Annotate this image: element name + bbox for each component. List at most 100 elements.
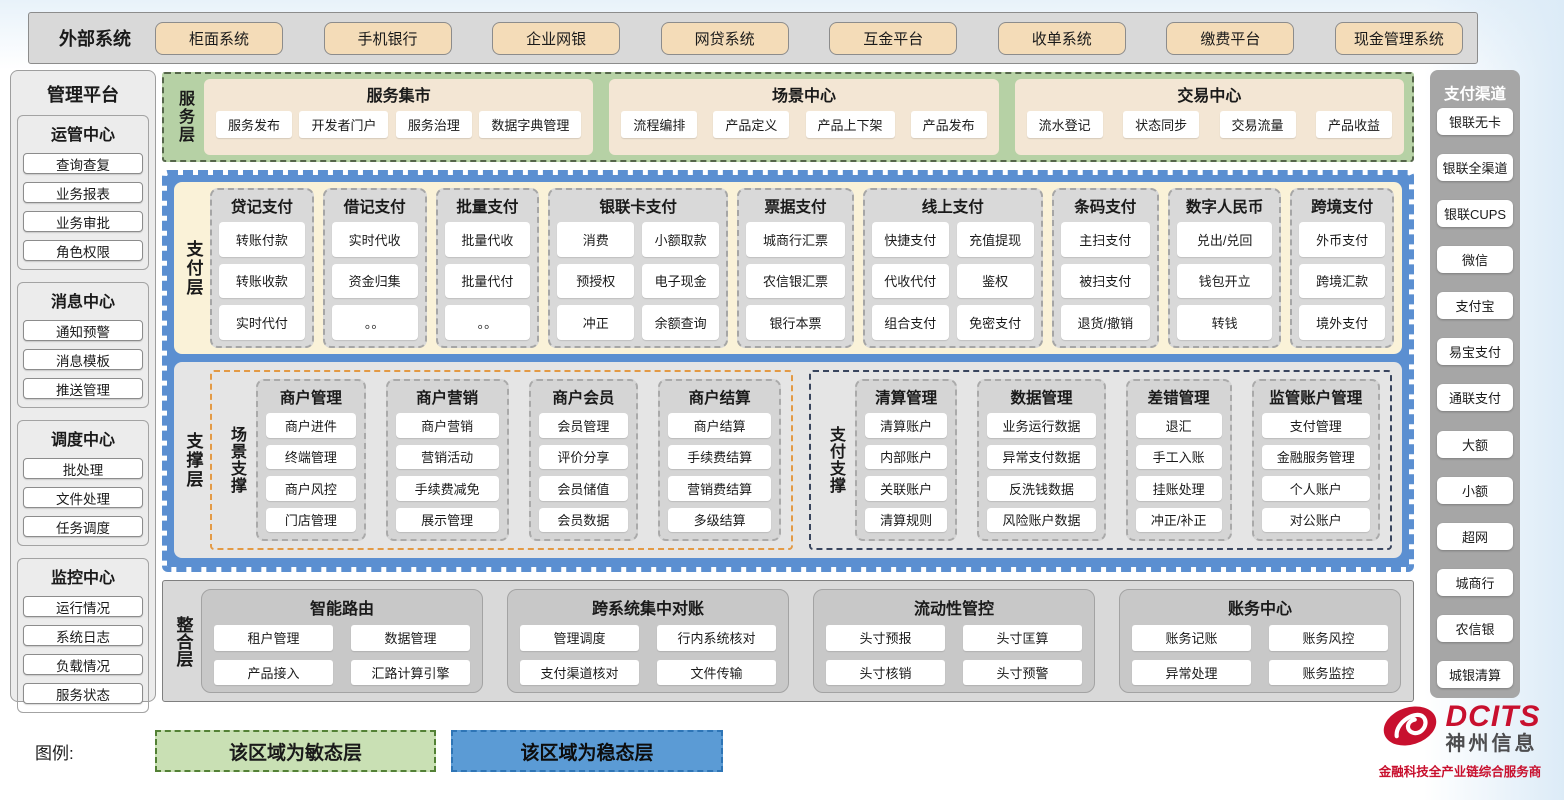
payment-channel-item: 银联全渠道 <box>1437 154 1513 182</box>
support-section-label: 场景支撑 <box>228 426 245 494</box>
diagram-chip: 流水登记 <box>1026 111 1103 138</box>
diagram-chip: 农信银汇票 <box>746 263 845 299</box>
diagram-chip: 展示管理 <box>395 507 499 532</box>
payment-column: 线上支付 快捷支付 充值提现 代收代付 鉴权 组合支付 <box>862 188 1043 348</box>
diagram-chip: 兑出/兑回 <box>1177 222 1273 257</box>
service-panel-title: 服务集市 <box>366 88 431 105</box>
diagram-chip: 转账收款 <box>219 263 305 299</box>
diagram-chip: 批量代付 <box>444 263 531 299</box>
diagram-chip: 产品上下架 <box>805 111 895 138</box>
service-panel: 服务集市 服务发布 开发者门户 服务治理 数据字典管理 <box>204 79 594 155</box>
support-layer-label: 支撑层 <box>183 431 203 489</box>
management-center-title: 消息中心 <box>50 294 115 311</box>
service-panel: 交易中心 流水登记 状态同步 交易流量 产品收益 <box>1014 79 1404 155</box>
support-column-title: 监管账户管理 <box>1269 390 1363 407</box>
service-panel-items: 流程编排 产品定义 产品上下架 产品发布 <box>621 111 987 138</box>
support-column-title: 商户会员 <box>552 390 615 407</box>
diagram-chip: 主扫支付 <box>1060 222 1150 257</box>
management-center-group: 消息中心 通知预警 消息模板 推送管理 <box>17 282 149 408</box>
support-column-title: 商户管理 <box>279 390 342 407</box>
payment-channel-item: 支付宝 <box>1437 292 1513 320</box>
diagram-chip: 反洗钱数据 <box>987 476 1096 501</box>
management-center-group: 运管中心 查询查复 业务报表 业务审批 角色权限 <box>17 115 149 270</box>
payment-column-title: 票据支付 <box>764 199 827 216</box>
payment-column: 数字人民币 兑出/兑回 钱包开立 转钱 <box>1168 188 1282 348</box>
diagram-chip: 转账付款 <box>219 222 305 257</box>
diagram-chip: 多级结算 <box>668 507 771 532</box>
support-column-items: 支付管理 金融服务管理 个人账户 对公账户 <box>1261 413 1370 532</box>
payment-column-items: 实时代收 资金归集 。。 <box>331 222 418 340</box>
support-column: 监管账户管理 支付管理 金融服务管理 个人账户 <box>1251 379 1380 541</box>
diagram-chip: 消费 <box>557 222 635 257</box>
support-column-title: 差错管理 <box>1147 390 1210 407</box>
external-system-item: 现金管理系统 <box>1334 21 1463 55</box>
diagram-chip: 账务监控 <box>1269 659 1388 685</box>
service-panel-title: 场景中心 <box>771 88 836 105</box>
support-section-columns: 清算管理 清算账户 内部账户 关联账户 <box>855 379 1380 541</box>
diagram-chip: 头寸核销 <box>826 659 945 685</box>
diagram-chip: 会员管理 <box>538 413 629 438</box>
payment-channels-items: 银联无卡 银联全渠道 银联CUPS 微信 支付宝 易宝支付 通联支付 大额 小额… <box>1437 108 1513 688</box>
external-system-item: 柜面系统 <box>155 21 283 55</box>
diagram-chip: 清算规则 <box>865 507 948 532</box>
payment-channel-item: 城商行 <box>1437 568 1513 596</box>
service-panel-items: 流水登记 状态同步 交易流量 产品收益 <box>1026 111 1392 138</box>
diagram-chip: 个人账户 <box>1261 476 1370 501</box>
service-panel-items: 服务发布 开发者门户 服务治理 数据字典管理 <box>216 111 582 138</box>
diagram-chip: 门店管理 <box>266 507 356 532</box>
diagram-chip: 汇路计算引擎 <box>351 659 470 685</box>
support-section-columns: 商户管理 商户进件 终端管理 商户风控 <box>256 379 781 541</box>
support-column: 清算管理 清算账户 内部账户 关联账户 <box>855 379 958 541</box>
dcits-swirl-icon <box>1380 700 1440 757</box>
support-column-items: 会员管理 评价分享 会员储值 会员数据 <box>538 413 629 532</box>
diagram-chip: 内部账户 <box>865 444 948 469</box>
management-item: 消息模板 <box>23 349 143 370</box>
diagram-chip: 组合支付 <box>871 305 949 340</box>
external-system-item: 手机银行 <box>323 21 452 55</box>
diagram-chip: 服务发布 <box>216 111 293 138</box>
diagram-chip: 流程编排 <box>621 111 698 138</box>
diagram-chip: 实时代收 <box>331 222 418 257</box>
diagram-chip: 冲正 <box>557 305 635 340</box>
payment-column-items: 消费 小额取款 预授权 电子现金 冲正 余额查询 <box>557 222 720 340</box>
support-column-items: 退汇 手工入账 挂账处理 冲正/补正 <box>1135 413 1222 532</box>
diagram-chip: 商户进件 <box>266 413 356 438</box>
diagram-chip: 头寸预警 <box>963 659 1082 685</box>
support-column-items: 商户结算 手续费结算 营销费结算 多级结算 <box>668 413 771 532</box>
payment-column: 条码支付 主扫支付 被扫支付 退货/撤销 <box>1051 188 1159 348</box>
diagram-chip: 产品收益 <box>1315 111 1392 138</box>
payment-column-items: 主扫支付 被扫支付 退货/撤销 <box>1060 222 1150 340</box>
management-item: 业务审批 <box>23 211 143 232</box>
diagram-chip: 数据管理 <box>351 625 470 651</box>
support-section: 场景支撑 商户管理 商户进件 <box>210 370 793 550</box>
diagram-chip: 产品定义 <box>713 111 790 138</box>
diagram-chip: 金融服务管理 <box>1261 444 1370 469</box>
support-column: 差错管理 退汇 手工入账 挂账处理 <box>1125 379 1232 541</box>
payment-channel-item: 通联支付 <box>1437 384 1513 412</box>
integration-group-title: 流动性管控 <box>913 601 994 618</box>
payment-column-items: 批量代收 批量代付 。。 <box>444 222 531 340</box>
support-column: 商户管理 商户进件 终端管理 商户风控 <box>256 379 366 541</box>
diagram-chip: 实时代付 <box>219 305 305 340</box>
diagram-chip: 商户结算 <box>668 413 771 438</box>
management-center-group: 调度中心 批处理 文件处理 任务调度 <box>17 420 149 546</box>
diagram-chip: 退汇 <box>1135 413 1222 438</box>
diagram-chip: 银行本票 <box>746 305 845 340</box>
integration-layer-groups: 智能路由 租户管理 数据管理 产品接入 汇路计算引擎 跨系统集中对账 <box>201 589 1401 693</box>
diagram-chip: 交易流量 <box>1219 111 1296 138</box>
integration-group: 流动性管控 头寸预报 头寸匡算 头寸核销 头寸预警 <box>813 589 1095 693</box>
support-column-items: 商户进件 终端管理 商户风控 门店管理 <box>266 413 356 532</box>
management-center-title: 调度中心 <box>50 432 115 449</box>
diagram-chip: 对公账户 <box>1261 507 1370 532</box>
external-system-item: 收单系统 <box>997 21 1126 55</box>
integration-group-title: 跨系统集中对账 <box>591 601 704 618</box>
support-column-title: 商户结算 <box>688 390 751 407</box>
diagram-chip: 预授权 <box>557 263 635 299</box>
service-layer-panels: 服务集市 服务发布 开发者门户 服务治理 数据字典管理 场景中心 <box>204 79 1404 155</box>
diagram-chip: 服务治理 <box>395 111 472 138</box>
diagram-chip: 终端管理 <box>266 444 356 469</box>
diagram-chip: 评价分享 <box>538 444 629 469</box>
management-item: 业务报表 <box>23 182 143 203</box>
service-panel-title: 交易中心 <box>1177 88 1242 105</box>
diagram-chip: 开发者门户 <box>299 111 389 138</box>
